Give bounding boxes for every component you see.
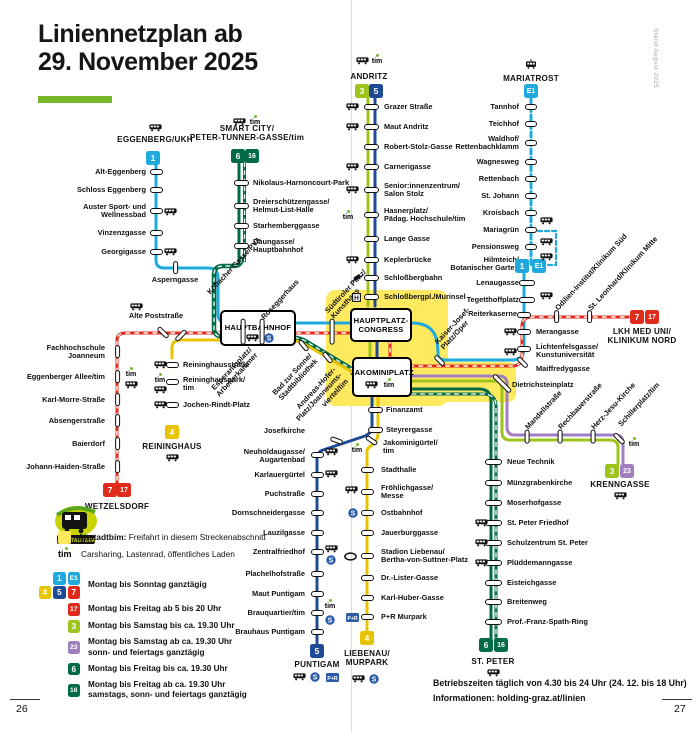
legend-altstadtbim-row: Altstadtbim: Freifahrt in diesem Strecke… <box>58 531 266 544</box>
footer-link: Informationen: holding-graz.at/linien <box>433 692 586 703</box>
line-7-west-path <box>115 331 360 491</box>
svg-text:ALTSTADTBIM: ALTSTADTBIM <box>57 538 95 544</box>
title-accent-bar <box>38 96 112 103</box>
legend-text: Montag bis Freitag ab 5 bis 20 Uhr <box>88 603 222 613</box>
hub-hauptbahnhof: HAUPTBAHNHOF <box>220 310 296 346</box>
hub-label: HAUPTPLATZ- CONGRESS <box>353 315 409 334</box>
line-badge: E1 <box>67 572 80 585</box>
line-badge: 3 <box>67 620 80 633</box>
tim-icon: tim <box>58 546 74 559</box>
legend-tim-row: tim Carsharing, Lastenrad, öffentliches … <box>58 546 235 560</box>
altstadtbim-logo: ALTSTADTBIM <box>50 502 102 555</box>
page-title-line1: Liniennetzplan ab <box>38 20 243 48</box>
legend-text: Montag bis Samstag ab ca. 19.30 Uhr sonn… <box>88 637 233 657</box>
legend-row: 3 Montag bis Samstag bis ca. 19.30 Uhr <box>34 620 334 633</box>
line-badge: 5 <box>53 586 66 599</box>
legend-text: Montag bis Samstag bis ca. 19.30 Uhr <box>88 620 235 630</box>
footer-info: Betriebszeiten täglich von 4.30 bis 24 U… <box>433 676 687 706</box>
page-number-right: 27 <box>674 703 686 715</box>
legend-altstadtbim-text: Altstadtbim: Freifahrt in diesem Strecke… <box>78 531 266 542</box>
legend-text: Montag bis Sonntag ganztägig <box>88 579 207 589</box>
page-rule-right <box>662 699 692 700</box>
line-17-west-dash <box>116 332 359 490</box>
legend-altstadtbim-label: Altstadtbim: <box>78 531 127 542</box>
page-number-left: 26 <box>16 703 28 715</box>
page-title: Liniennetzplan ab 29. November 2025 <box>38 20 258 76</box>
footer-hours: Betriebszeiten täglich von 4.30 bis 24 U… <box>433 678 687 688</box>
legend-text: Montag bis Freitag bis ca. 19.30 Uhr <box>88 663 228 673</box>
line-badge: 7 <box>67 586 80 599</box>
altstadtbim-zone-swatch <box>58 531 71 544</box>
legend-text: Montag bis Freitag ab ca. 19.30 Uhr sams… <box>88 679 247 700</box>
hub-jakominiplatz: JAKOMINIPLATZ <box>350 357 414 397</box>
page-title-line2: 29. November 2025 <box>38 48 258 76</box>
line-badge: 4 <box>38 586 51 599</box>
line-badge: 1 <box>53 572 66 585</box>
line-16-stpeter-path <box>410 392 498 642</box>
legend-row: 17 Montag bis Freitag ab 5 bis 20 Uhr <box>34 603 334 616</box>
line-badge: 23 <box>67 641 80 654</box>
line-badge: 16 <box>67 684 80 697</box>
hub-label: JAKOMINIPLATZ <box>350 367 414 377</box>
legend-row: 23 Montag bis Samstag ab ca. 19.30 Uhr so… <box>34 637 334 658</box>
stand-note: Stand August 2025 <box>652 28 659 89</box>
legend-row: 16 Montag bis Freitag ab ca. 19.30 Uhr sa… <box>34 680 334 701</box>
legend-tim-text: Carsharing, Lastenrad, öffentliches Lade… <box>81 549 235 559</box>
line-16-stpeter-dash <box>411 393 497 641</box>
hub-label: HAUPTBAHNHOF <box>224 323 292 333</box>
line-16-corner-dash <box>213 258 356 372</box>
line-badge: 17 <box>67 603 80 616</box>
line-badge: 6 <box>67 662 80 676</box>
hub-hauptplatz-congress: HAUPTPLATZ- CONGRESS <box>350 308 412 342</box>
line-E1-detour-path <box>529 229 558 267</box>
line-6-stpeter-path <box>410 387 493 644</box>
page-rule-left <box>10 699 40 700</box>
legend-row: 6 Montag bis Freitag bis ca. 19.30 Uhr <box>34 662 334 676</box>
